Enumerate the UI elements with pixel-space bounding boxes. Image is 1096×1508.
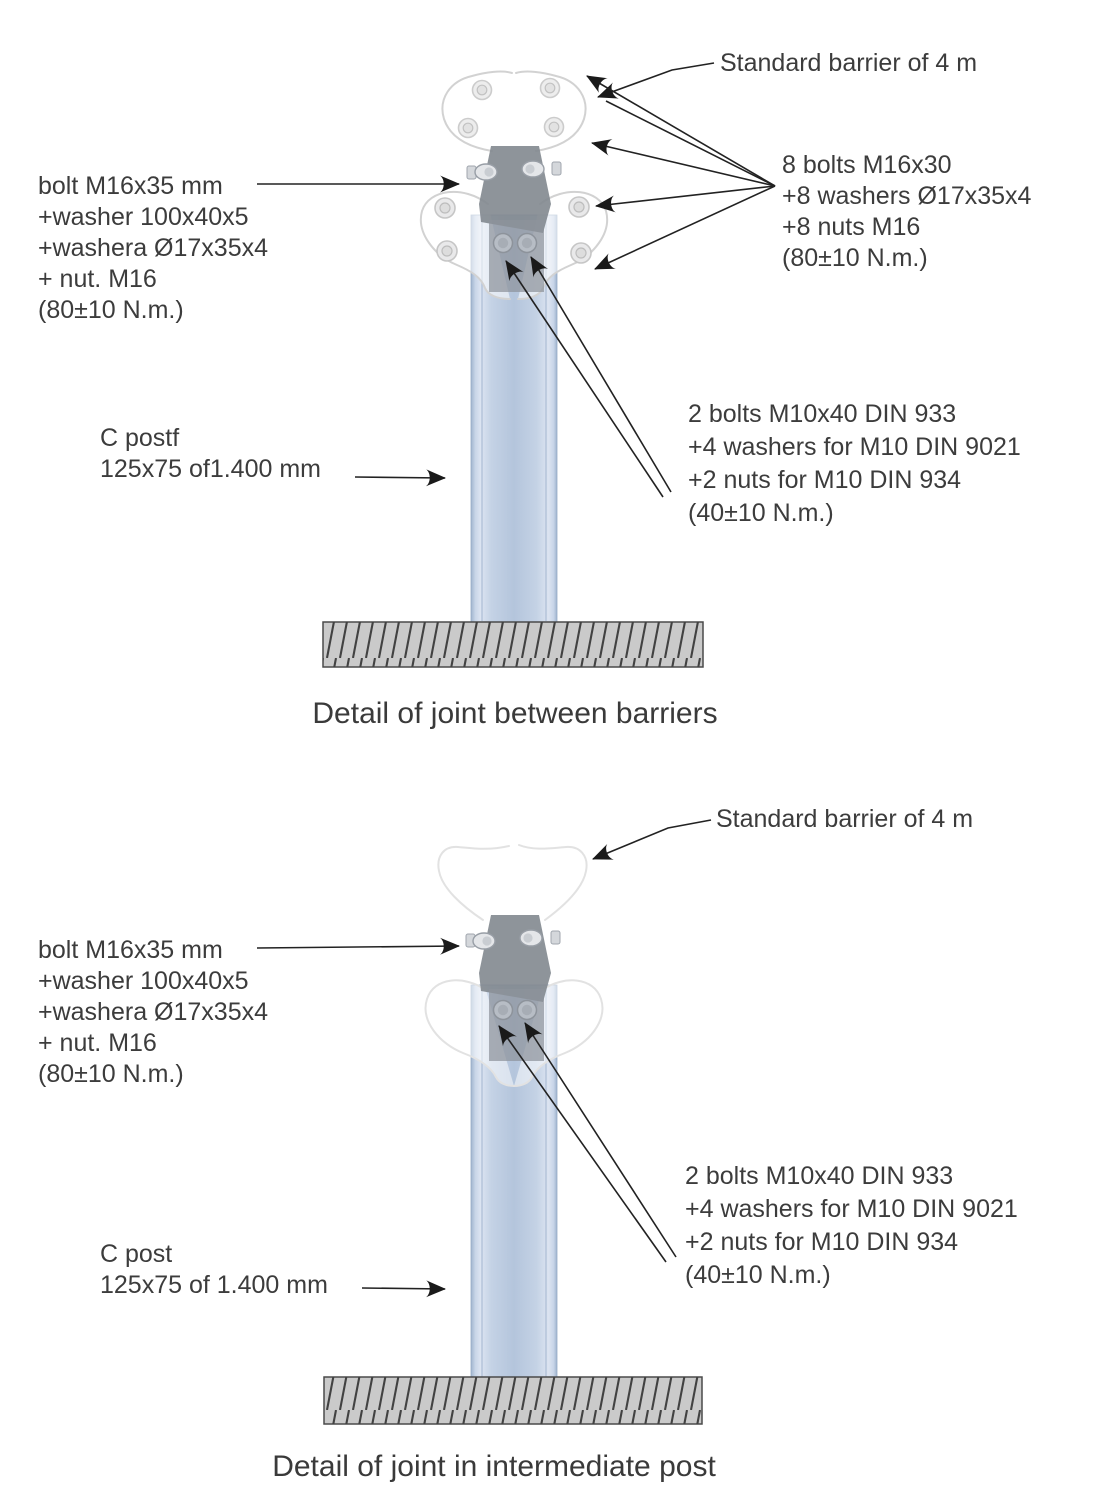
ground-hatch-1	[322, 621, 704, 668]
ghost-bolts-1	[434, 77, 592, 264]
diagram-joint-intermediate-post	[256, 819, 712, 1425]
caption-joint-between-barriers: Detail of joint between barriers	[312, 697, 718, 730]
m16-bolt-right-2	[519, 929, 561, 947]
label-8-bolts: 8 bolts M16x30 +8 washers Ø17x35x4 +8 nu…	[782, 151, 1032, 272]
label-bolt-m16x35-2: bolt M16x35 mm +washer 100x40x5 +washera…	[38, 936, 269, 1088]
label-2-bolts-2: 2 bolts M10x40 DIN 933 +4 washers for M1…	[685, 1162, 1018, 1289]
m16-bolt-left-1	[466, 163, 498, 181]
label-c-post-1: C postf 125x75 of1.400 mm	[100, 424, 321, 483]
label-standard-barrier-2: Standard barrier of 4 m	[716, 805, 974, 833]
joint-bracket-2	[465, 915, 561, 1061]
arrows-2bolts-1	[505, 256, 672, 498]
m16-bolt-left-2	[465, 932, 496, 950]
diagram-joint-between-barriers	[257, 62, 776, 668]
arrow-c-post-2	[361, 1280, 446, 1298]
label-bolt-m16x35-1: bolt M16x35 mm +washer 100x40x5 +washera…	[38, 172, 269, 324]
caption-joint-intermediate-post: Detail of joint in intermediate post	[272, 1450, 716, 1483]
arrow-fan-8bolts	[586, 75, 776, 270]
joint-bracket-1	[466, 146, 562, 292]
arrow-c-post-1	[354, 469, 446, 487]
arrow-bolt-left-2	[256, 937, 460, 955]
arrow-standard-barrier-1	[597, 62, 715, 99]
m16-bolt-right-1	[521, 160, 562, 178]
label-2-bolts-1: 2 bolts M10x40 DIN 933 +4 washers for M1…	[688, 400, 1021, 527]
label-standard-barrier-1: Standard barrier of 4 m	[720, 49, 978, 77]
arrow-standard-barrier-2	[592, 819, 712, 860]
arrows-2bolts-2	[498, 1022, 677, 1263]
label-c-post-2: C post 125x75 of 1.400 mm	[100, 1240, 328, 1299]
ground-hatch-2	[323, 1376, 703, 1425]
